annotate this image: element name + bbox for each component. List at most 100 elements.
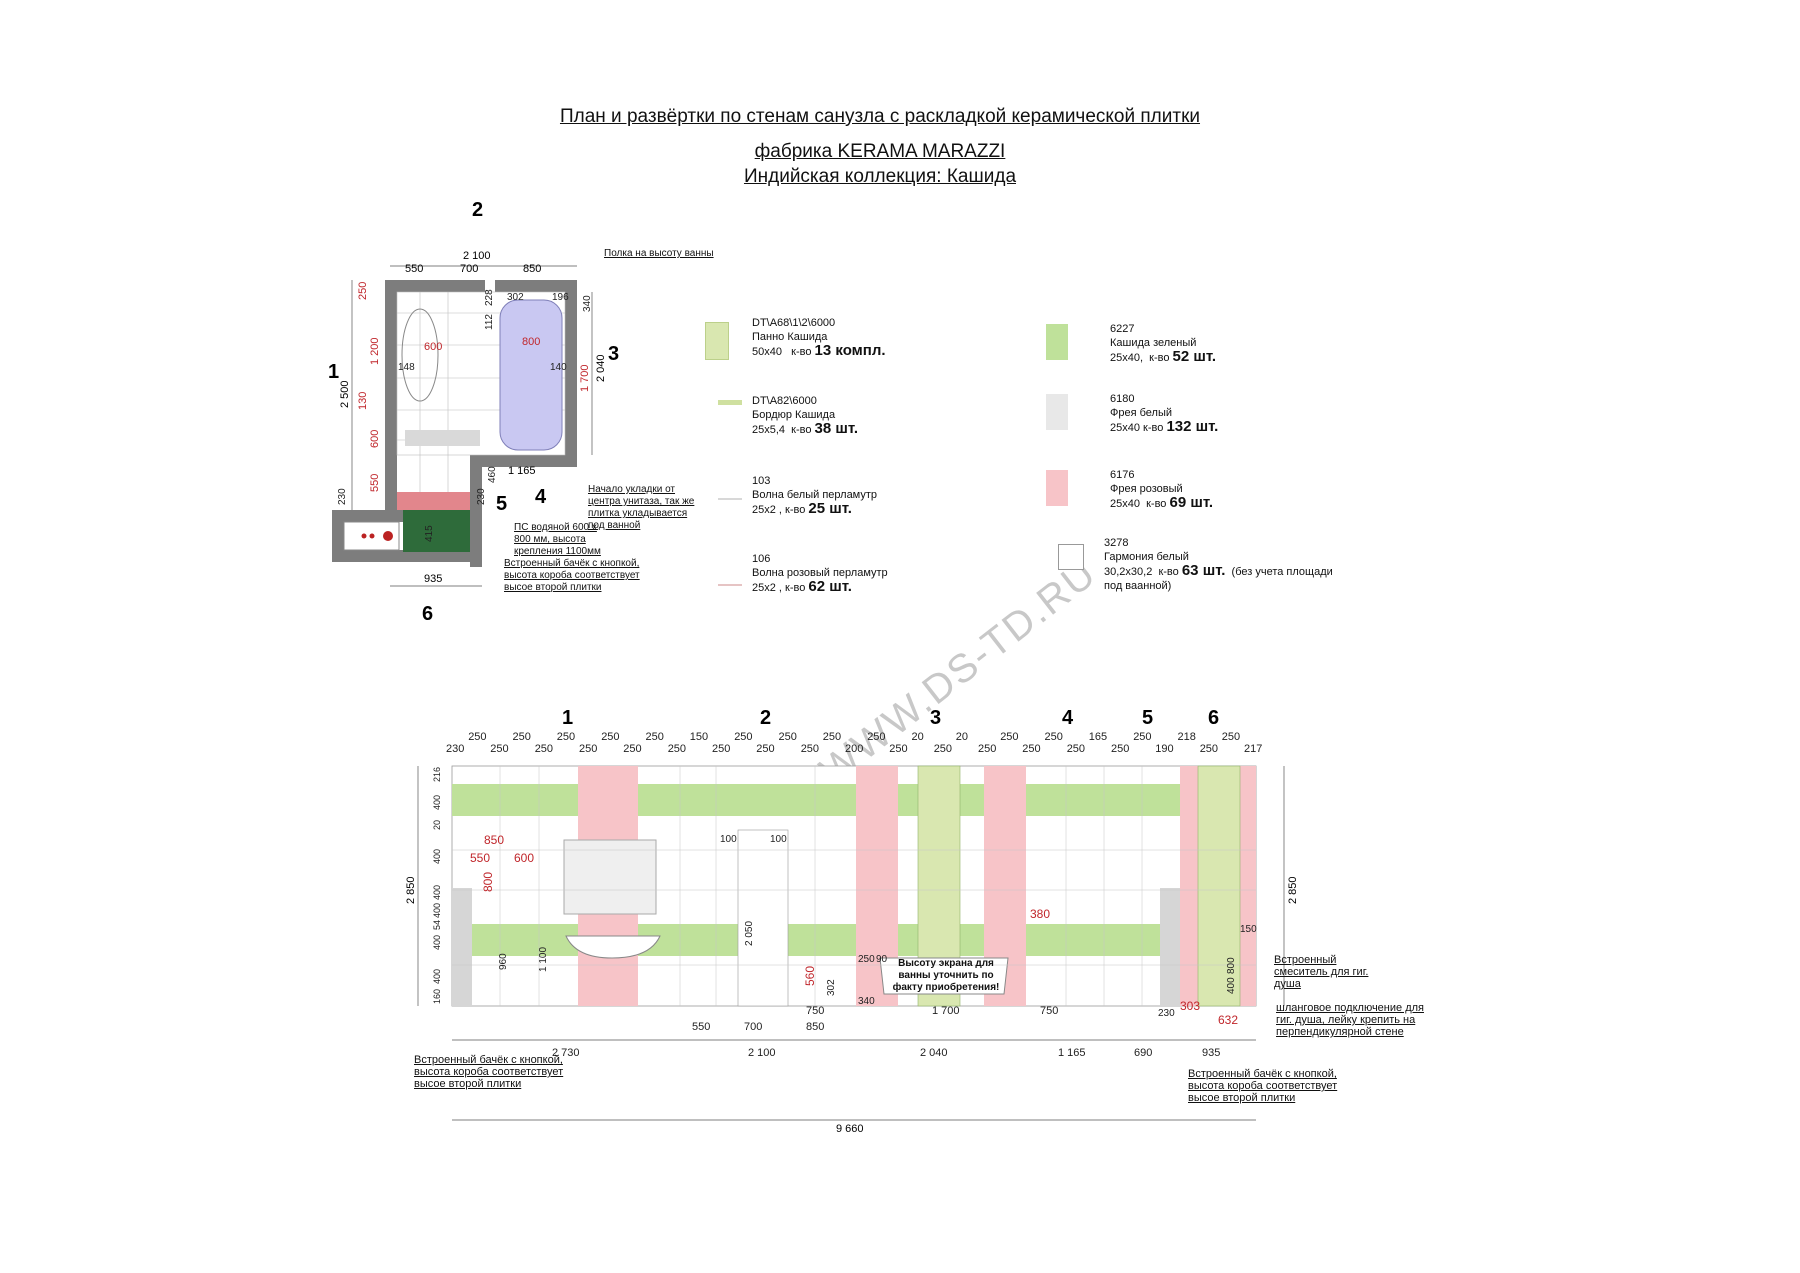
legend-name: Гармония белый <box>1104 551 1189 563</box>
top-dim-label: 250 <box>557 731 575 743</box>
swatch-harmony <box>1058 544 1084 570</box>
legend-qty-row: 25x5,4 к-во 38 шт. <box>752 420 859 437</box>
top-dim-label: 250 <box>1222 731 1240 743</box>
svg-text:100: 100 <box>770 834 787 845</box>
elevation-red-dims: 850 550 600 800 560 380 303 632 <box>470 833 1238 1027</box>
legend-qty-row: 25x2 , к-во 62 шт. <box>752 578 852 595</box>
top-dim-label: 250 <box>535 743 553 755</box>
title-line-1: План и развёртки по стенам санузла с рас… <box>559 106 1201 127</box>
top-dim-label: 250 <box>734 731 752 743</box>
top-dim-label: 165 <box>1089 731 1107 743</box>
svg-text:400: 400 <box>432 903 442 918</box>
top-dim-label: 250 <box>668 743 686 755</box>
svg-text:750: 750 <box>806 1005 824 1017</box>
legend-code: 3278 <box>1104 537 1129 549</box>
top-dim-label: 20 <box>912 731 924 743</box>
swatch-border <box>718 400 742 405</box>
top-dim-label: 217 <box>1244 743 1262 755</box>
svg-text:160: 160 <box>432 989 442 1004</box>
svg-text:1 700: 1 700 <box>579 364 591 392</box>
svg-text:228: 228 <box>484 289 495 306</box>
svg-text:130: 130 <box>357 392 369 410</box>
svg-text:850: 850 <box>806 1021 824 1033</box>
svg-text:340: 340 <box>858 996 875 1007</box>
svg-text:150: 150 <box>1240 924 1257 935</box>
svg-text:230: 230 <box>337 488 348 505</box>
legend-code: DT\A68\1\2\6000 <box>752 317 836 329</box>
svg-text:600: 600 <box>369 430 381 448</box>
elevation-dimension-lines <box>417 766 1285 1121</box>
svg-text:230: 230 <box>476 488 487 505</box>
plan-misc-dims: 460 230 230 415 340 302 196 228 112 140 … <box>337 289 593 542</box>
svg-text:100: 100 <box>720 834 737 845</box>
top-dim-label: 250 <box>801 743 819 755</box>
top-dim-label: 250 <box>490 743 508 755</box>
svg-text:960: 960 <box>498 953 509 970</box>
legend-name: Кашида зеленый <box>1110 337 1197 349</box>
plan-dimension-lines <box>351 265 593 587</box>
elevation-misc-dims: 960 1 100 2 050 100 100 302 340 250 90 2… <box>498 834 1257 1019</box>
elevation-sub-dims: 550 700 850 750 1 700 750 <box>692 1005 1058 1033</box>
plan-dim-right: 2 040 <box>595 354 607 382</box>
svg-text:800: 800 <box>522 336 540 348</box>
svg-text:380: 380 <box>1030 907 1050 921</box>
legend-item-green: 6227 Кашида зеленый 25x40, к-во 52 шт. <box>1110 322 1330 365</box>
top-dim-label: 250 <box>934 743 952 755</box>
legend-code: DT\A82\6000 <box>752 395 817 407</box>
svg-text:415: 415 <box>424 525 435 542</box>
plan-wall-label-4: 4 <box>535 486 547 508</box>
swatch-pink <box>1046 470 1068 506</box>
top-dim-label: 250 <box>823 731 841 743</box>
sink <box>401 308 439 402</box>
legend-item-harmony: 3278 Гармония белый 30,2x30,2 к-во 63 шт… <box>1104 536 1354 593</box>
legend-qty-row: 30,2x30,2 к-во 63 шт. (без учета площади… <box>1104 562 1333 592</box>
elev-mixer-note: Встроенный смеситель для гиг. душа <box>1274 954 1369 990</box>
svg-text:250: 250 <box>357 282 369 300</box>
elevation-left-dims: 216 400 20 400 400 400 54 400 400 160 <box>432 767 442 1004</box>
top-dim-label: 230 <box>446 743 464 755</box>
svg-text:550: 550 <box>369 474 381 492</box>
svg-text:1 200: 1 200 <box>369 337 381 365</box>
svg-text:690: 690 <box>1134 1047 1152 1059</box>
plan-wall-label-2: 2 <box>472 199 483 221</box>
svg-text:400: 400 <box>432 849 442 864</box>
legend-code: 6180 <box>1110 393 1135 405</box>
svg-text:460: 460 <box>487 466 498 483</box>
elev-cistern-note-left: Встроенный бачёк с кнопкой, высота короб… <box>414 1054 564 1090</box>
mirror <box>563 839 657 915</box>
svg-text:935: 935 <box>1202 1047 1220 1059</box>
svg-text:700: 700 <box>744 1021 762 1033</box>
svg-text:400: 400 <box>432 935 442 950</box>
svg-text:400: 400 <box>1226 977 1237 994</box>
top-dim-label: 250 <box>712 743 730 755</box>
svg-text:800: 800 <box>1226 957 1237 974</box>
legend-qty-row: 50x40 к-во 13 компл. <box>752 342 886 359</box>
svg-text:303: 303 <box>1180 999 1200 1013</box>
svg-text:2 100: 2 100 <box>748 1047 776 1059</box>
top-dim-label: 250 <box>468 731 486 743</box>
top-dim-label: 250 <box>889 743 907 755</box>
plan-dim-total-top: 2 100 <box>463 250 491 262</box>
legend-code: 6176 <box>1110 469 1135 481</box>
swatch-wave-white <box>718 498 742 500</box>
svg-text:302: 302 <box>826 979 837 996</box>
svg-text:196: 196 <box>552 292 569 303</box>
elev-wall-label-1: 1 <box>562 707 573 729</box>
top-dim-label: 250 <box>1000 731 1018 743</box>
top-dim-label: 250 <box>779 731 797 743</box>
top-dim-label: 250 <box>579 743 597 755</box>
pink-zone <box>397 492 470 510</box>
cistern-box-left <box>452 888 472 1006</box>
legend-qty-row: 25x40 к-во 69 шт. <box>1110 494 1214 511</box>
elev-cistern-note-right: Встроенный бачёк с кнопкой, высота короб… <box>1188 1068 1338 1104</box>
top-dim-label: 250 <box>513 731 531 743</box>
plan-dim-inner: 1 165 <box>508 465 536 477</box>
legend-item-panno: DT\A68\1\2\6000 Панно Кашида 50x40 к-во … <box>752 316 972 359</box>
svg-text:340: 340 <box>582 295 593 312</box>
elevation-top-dims: 2302502502502502502502502502502501502502… <box>446 731 1262 755</box>
swatch-white <box>1046 394 1068 430</box>
svg-text:250: 250 <box>858 954 875 965</box>
svg-text:560: 560 <box>803 966 817 986</box>
svg-text:400: 400 <box>432 885 442 900</box>
sink-elevation <box>565 935 661 959</box>
